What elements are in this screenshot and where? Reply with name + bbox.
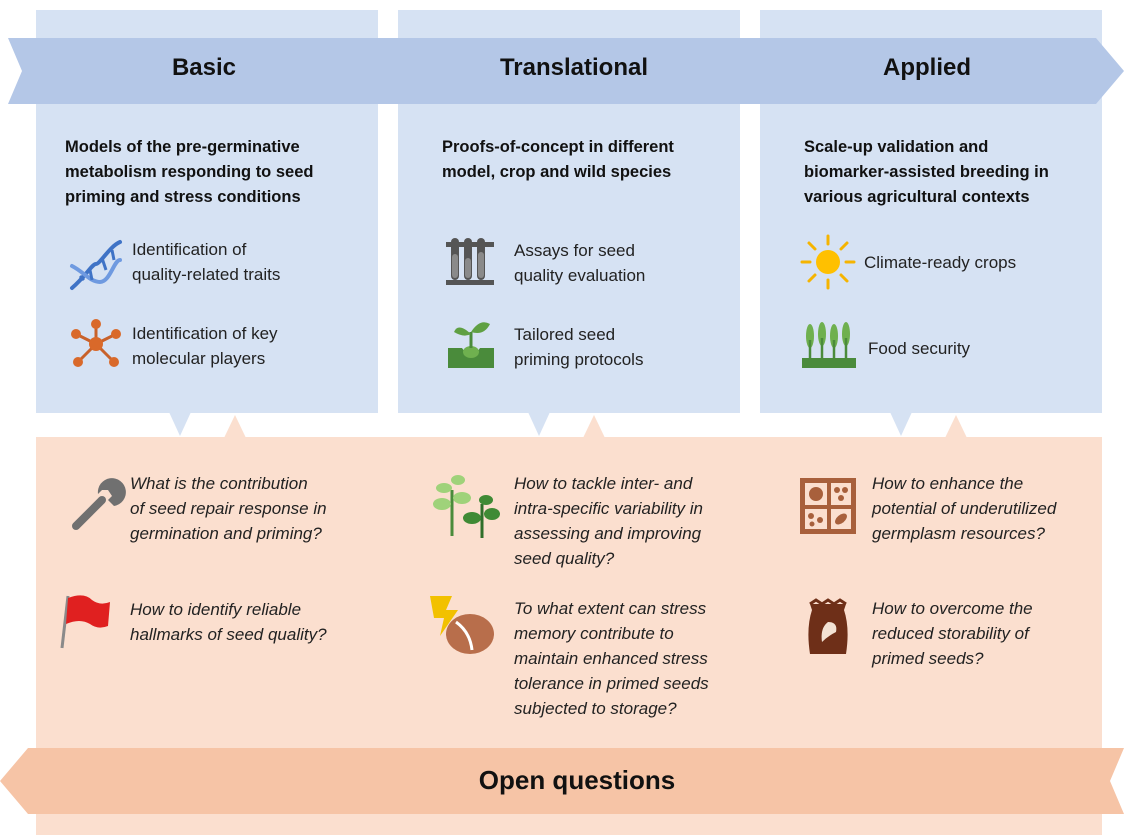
stage-title-translational: Translational	[499, 54, 649, 81]
translational-item-2-text: Tailored seed priming protocols	[514, 325, 644, 369]
dna-icon	[70, 240, 122, 290]
translational-notch-down	[528, 412, 550, 436]
stages-arrow-band	[8, 38, 1124, 104]
question-6-text: How to overcome the reduced storability …	[872, 599, 1033, 668]
question-1-text: What is the contribution of seed repair …	[130, 474, 327, 543]
basic-heading: Models of the pre-germinative metabolism…	[65, 138, 314, 206]
stressed-seed-icon	[430, 596, 494, 654]
open-questions-arrow-band	[0, 748, 1124, 814]
applied-notch-down	[890, 412, 912, 436]
wheat-field-icon	[802, 322, 856, 368]
translational-heading: Proofs-of-concept in different model, cr…	[442, 138, 674, 181]
translational-item-1-text: Assays for seed quality evaluation	[514, 241, 646, 285]
molecular-network-icon	[71, 319, 121, 367]
translational-notch-up	[583, 415, 605, 438]
test-tubes-icon	[446, 238, 494, 285]
applied-heading: Scale-up validation and biomarker-assist…	[804, 138, 1049, 206]
stage-title-basic: Basic	[171, 54, 237, 81]
plants-icon	[433, 475, 500, 538]
applied-notch-up	[945, 415, 967, 438]
basic-notch-up	[224, 415, 246, 438]
applied-item-2-text: Food security	[868, 339, 971, 358]
question-2-text: How to identify reliable hallmarks of se…	[130, 600, 327, 644]
stage-title-applied: Applied	[883, 54, 971, 81]
germplasm-box-icon	[800, 478, 856, 534]
question-5-text: How to enhance the potential of underuti…	[872, 474, 1057, 543]
sun-icon	[800, 234, 856, 290]
basic-item-2-text: Identification of key molecular players	[132, 324, 278, 368]
open-questions-title: Open questions	[478, 765, 676, 795]
basic-notch-down	[169, 412, 191, 436]
red-flag-icon	[60, 595, 110, 649]
seed-bag-icon	[808, 598, 848, 654]
basic-item-1-text: Identification of quality-related traits	[132, 240, 281, 284]
wrench-icon	[72, 478, 126, 530]
question-4-text: To what extent can stress memory contrib…	[514, 599, 709, 718]
sprouting-seed-icon	[448, 322, 494, 368]
applied-item-1-text: Climate-ready crops	[864, 253, 1017, 272]
question-3-text: How to tackle inter- and intra-specific …	[514, 474, 703, 568]
